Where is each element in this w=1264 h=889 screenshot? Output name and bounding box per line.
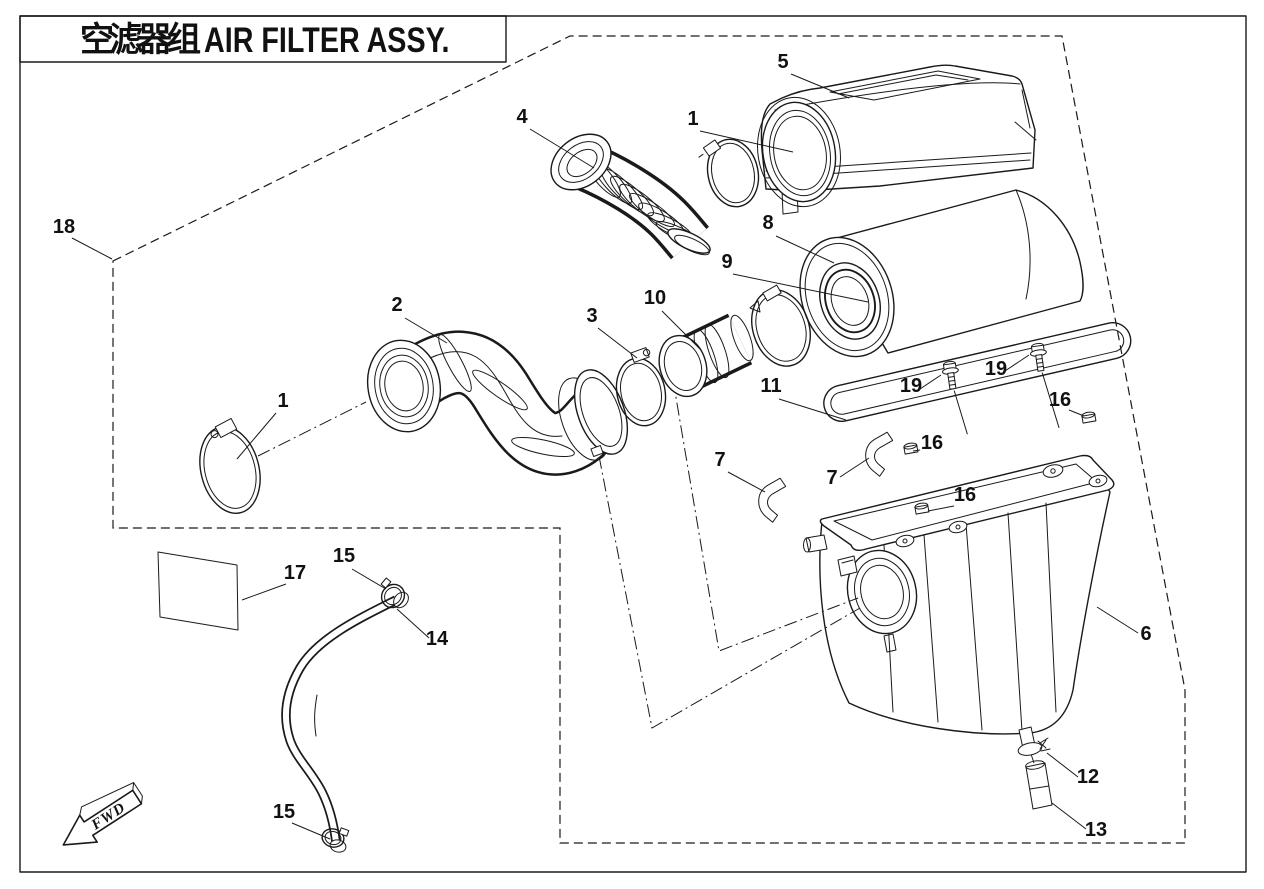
part-1-clamp-lower: [199, 417, 261, 514]
part-19-bolt: [1029, 342, 1060, 428]
part-13-drain-tube: [1025, 760, 1053, 810]
callout-1a: 1: [687, 108, 698, 130]
callout-19b: 19: [985, 358, 1007, 380]
part-4-intake-bellows: [550, 133, 711, 260]
part-1-clamp-upper: [698, 138, 760, 208]
callout-3: 3: [586, 305, 597, 327]
callout-11: 11: [760, 375, 781, 397]
part-16-nut: [1081, 411, 1097, 424]
callout-6: 6: [1140, 623, 1151, 645]
callout-15b: 15: [273, 801, 295, 823]
rim-bosses: [895, 464, 1108, 548]
callout-14: 14: [426, 628, 449, 650]
part-15-hose-clamp-lower: [321, 827, 350, 848]
callout-labels: 18 5 1 4 8 9 10 3 2 1 11 19 19 16 16 16 …: [53, 51, 1152, 841]
part-7-clip: [865, 431, 894, 477]
callout-16b: 16: [954, 484, 976, 506]
part-9-clamp: [749, 284, 811, 367]
part-3-clamp: [615, 347, 667, 427]
callout-7a: 7: [714, 449, 725, 471]
part-7-clip: [758, 477, 787, 523]
callout-15a: 15: [333, 545, 355, 567]
part-15-hose-clamp-upper: [380, 577, 406, 609]
title-chinese-wrap: 空滤器组: [80, 21, 206, 59]
part-11-gasket: [823, 322, 1132, 422]
callout-1b: 1: [277, 390, 288, 412]
callout-17: 17: [284, 562, 306, 584]
part-16-nut: [903, 442, 919, 455]
title-chinese: 空滤器组: [80, 21, 201, 59]
fwd-label: FWD: [88, 800, 129, 834]
axis-line-a: [598, 455, 861, 729]
part-19-bolt: [941, 360, 968, 435]
callout-16c: 16: [1049, 389, 1071, 411]
callout-4: 4: [516, 106, 528, 128]
part-8-filter-element: [799, 189, 1084, 358]
fwd-direction-arrow: FWD: [62, 782, 143, 846]
title-english: AIR FILTER ASSY.: [204, 20, 450, 59]
part-17-label-sticker: [157, 551, 239, 631]
callout-8: 8: [762, 212, 773, 234]
part-5-housing-cover: [757, 64, 1037, 215]
part-10-adapter-sleeve: [658, 313, 754, 398]
callout-5: 5: [777, 51, 788, 73]
title-english-wrap: AIR FILTER ASSY.: [204, 20, 450, 59]
callout-19a: 19: [900, 375, 922, 397]
leader-lines: [71, 73, 1139, 840]
part-16-nut: [914, 502, 930, 515]
callout-13: 13: [1085, 819, 1107, 841]
part-2-intake-hose: [366, 330, 629, 476]
part-12-drain-clamp: [1017, 737, 1051, 764]
page-border: [19, 15, 1247, 873]
callout-9: 9: [721, 251, 732, 273]
axis-line-b: [672, 379, 859, 652]
callout-16a: 16: [921, 432, 943, 454]
part-14-drain-hose: [281, 591, 409, 853]
callout-12: 12: [1077, 766, 1099, 788]
callout-2: 2: [391, 294, 402, 316]
title-box: [19, 15, 507, 63]
assembly-boundary-dashed: [112, 35, 1186, 844]
axis-line-clamp1: [257, 401, 367, 457]
callout-7b: 7: [826, 467, 837, 489]
callout-18: 18: [53, 216, 75, 238]
callout-10: 10: [644, 287, 666, 309]
